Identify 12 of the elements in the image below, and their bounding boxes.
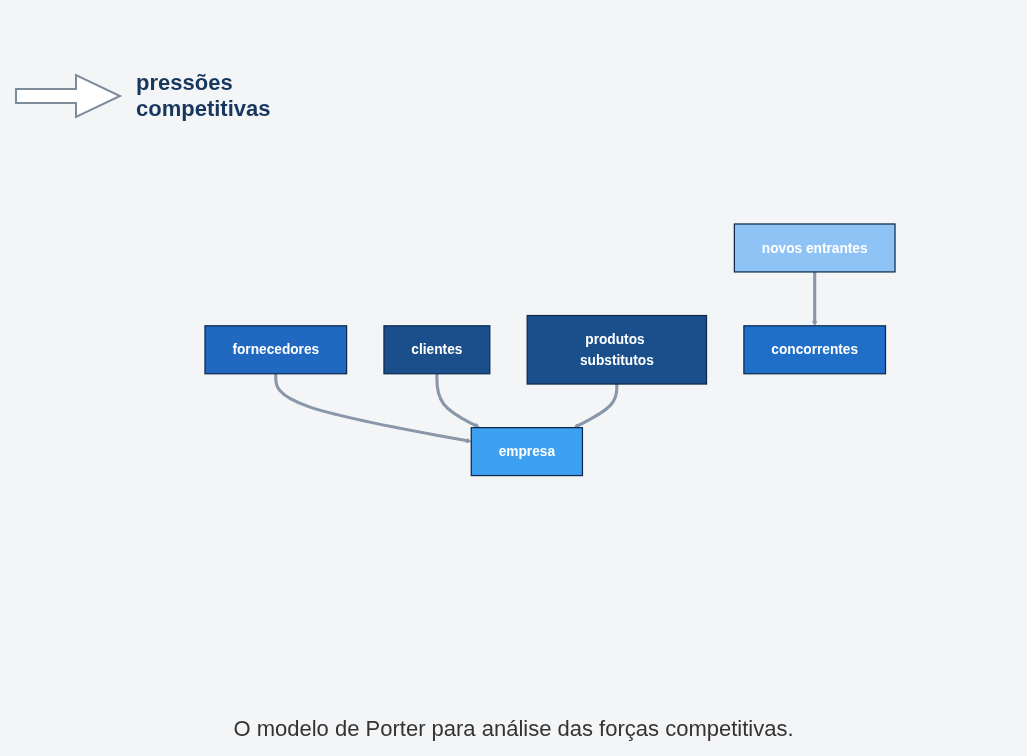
node-box: empresa [470,427,584,477]
legend-label: pressões competitivas [136,70,272,123]
arrow [811,272,818,327]
node-box: novos entrantes [733,223,896,273]
caption: O modelo de Porter para análise das forças competitivas. [232,716,795,742]
node-box: clientes [383,325,491,375]
node-box: fornecedores [204,325,348,375]
node-box: produtos substitutos [526,315,708,385]
arrow [435,374,480,429]
arrow [573,384,619,429]
node-box: concorrentes [743,325,887,375]
arrow [274,374,472,444]
